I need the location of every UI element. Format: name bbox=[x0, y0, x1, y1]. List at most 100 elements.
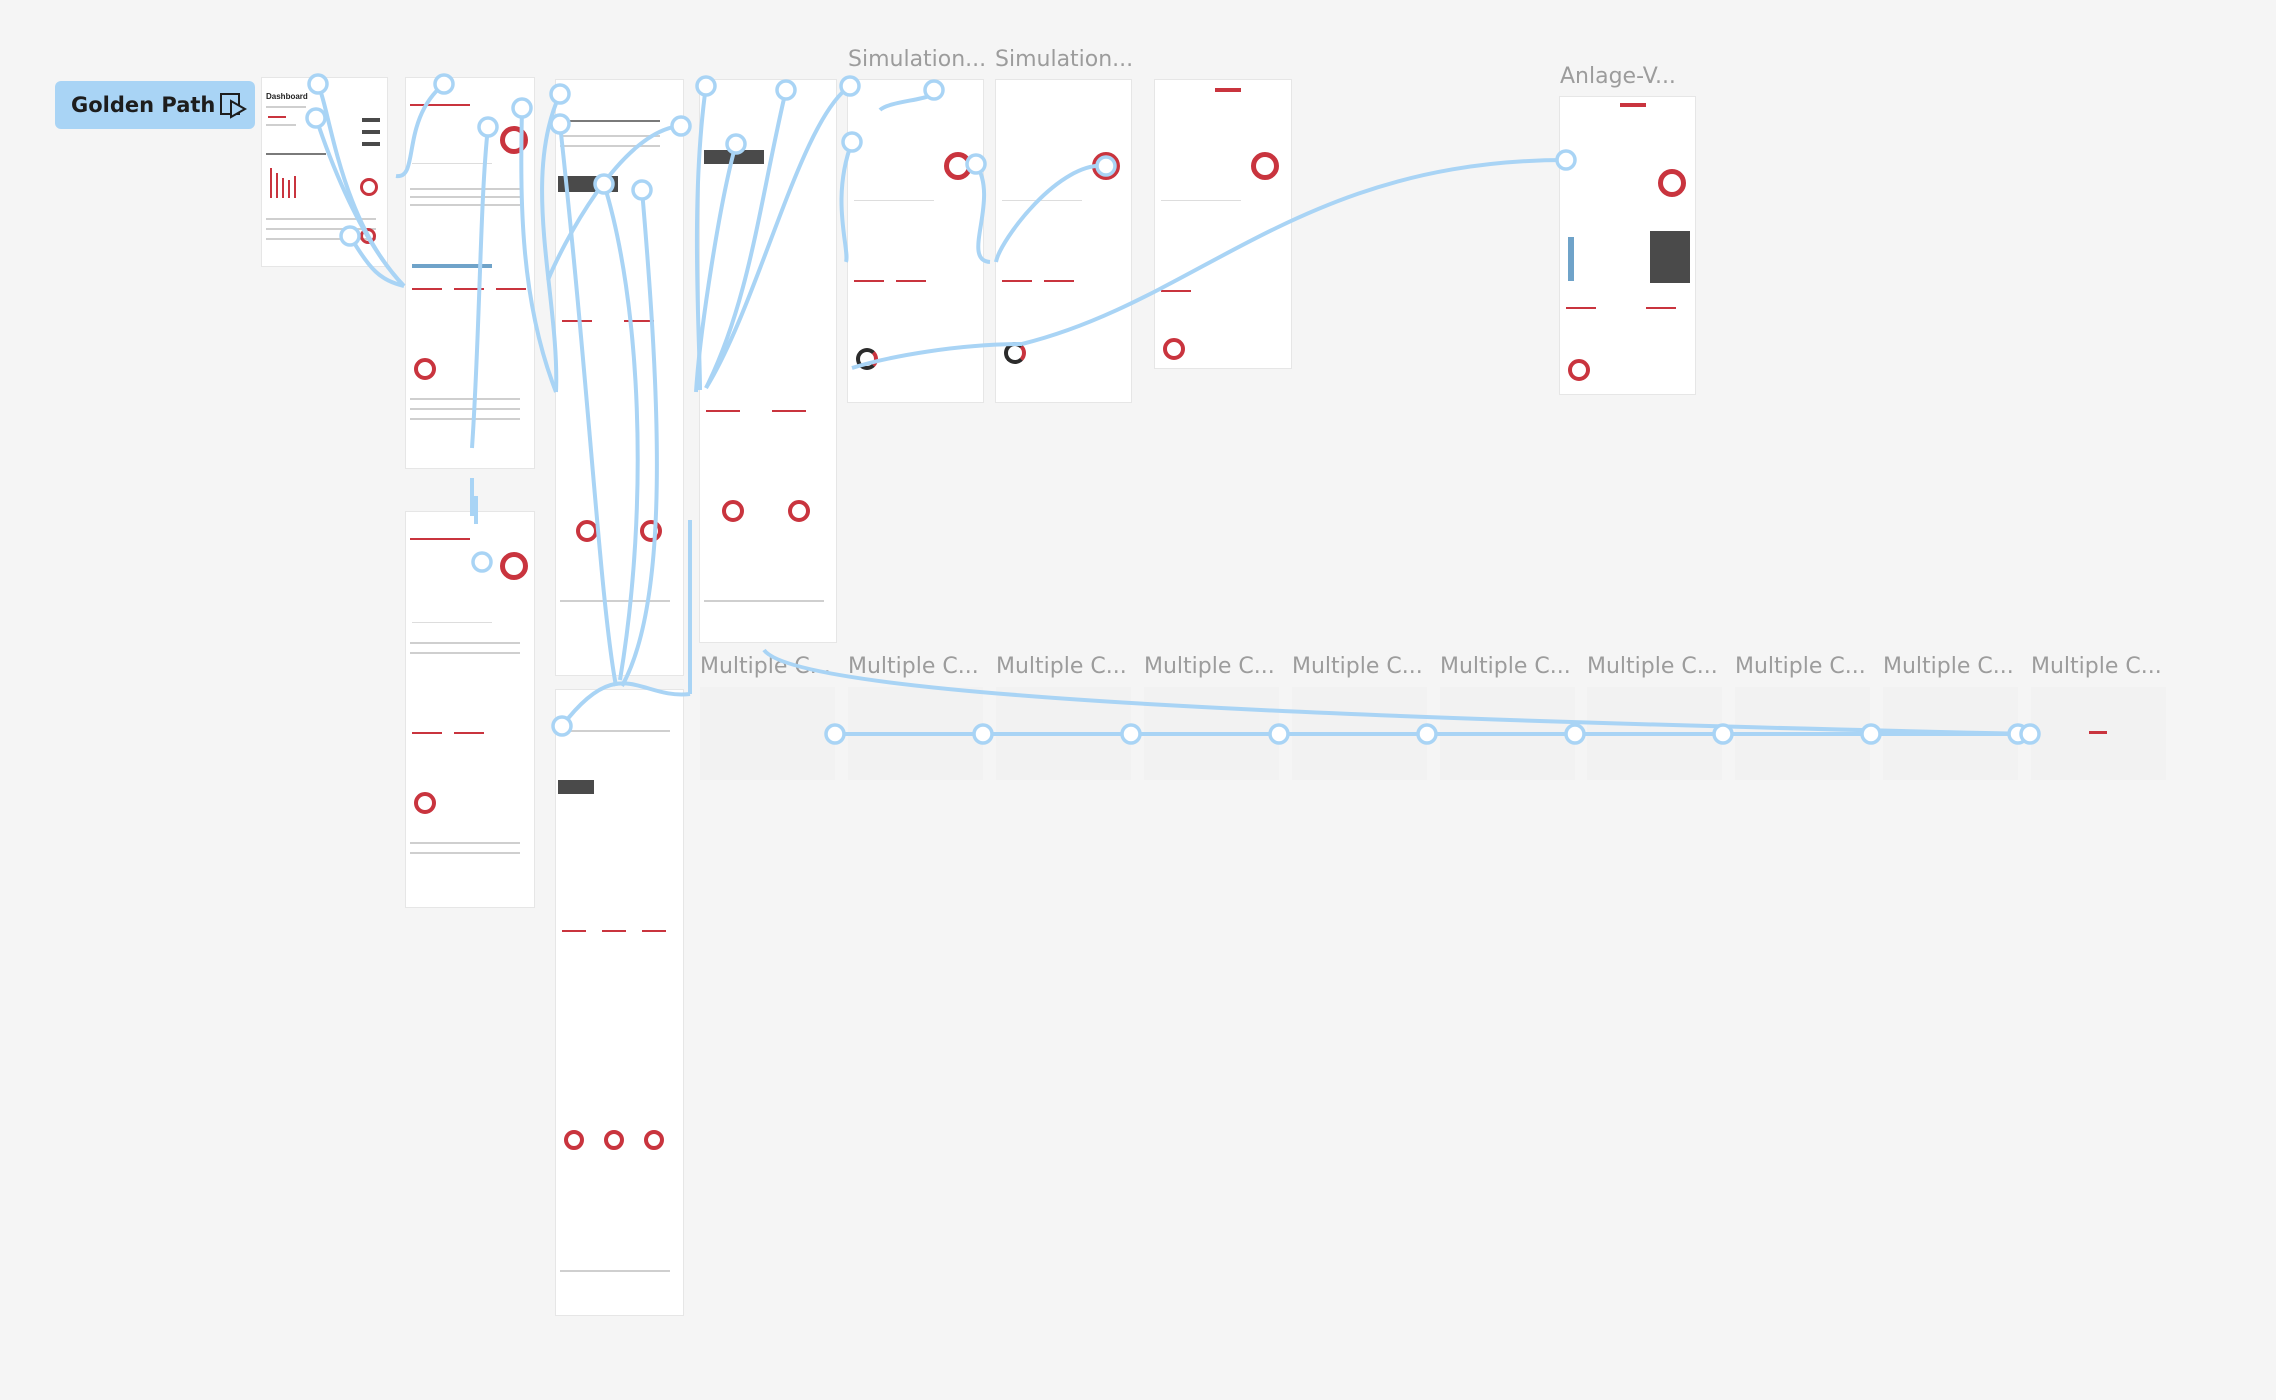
connection-node-7[interactable] bbox=[471, 551, 493, 573]
connection-node-14[interactable] bbox=[725, 133, 747, 155]
frame-title-multiple-8[interactable]: Multiple C... bbox=[1735, 654, 1866, 679]
connection-node-13[interactable] bbox=[695, 75, 717, 97]
connection-node-23[interactable] bbox=[824, 723, 846, 745]
prototype-wire-6[interactable] bbox=[519, 107, 558, 393]
frame-title-simulation-2[interactable]: Simulation... bbox=[995, 47, 1134, 72]
prototype-wire-7[interactable] bbox=[540, 93, 562, 393]
connection-node-10[interactable] bbox=[593, 173, 615, 195]
frame-content bbox=[406, 78, 534, 468]
connection-node-15[interactable] bbox=[775, 79, 797, 101]
connection-node-4[interactable] bbox=[433, 73, 455, 95]
frame-multiple-10[interactable] bbox=[2031, 687, 2166, 780]
prototype-wire-18[interactable] bbox=[974, 162, 991, 264]
connection-node-29[interactable] bbox=[1712, 723, 1734, 745]
frame-content-shape bbox=[454, 732, 484, 734]
connection-node-3[interactable] bbox=[339, 225, 361, 247]
connection-node-32[interactable] bbox=[2019, 723, 2041, 745]
frame-content-shape bbox=[1568, 237, 1574, 281]
prototype-wire-20[interactable] bbox=[851, 342, 1023, 370]
prototype-wire-5[interactable] bbox=[470, 126, 490, 449]
prototype-wire-2[interactable] bbox=[314, 117, 406, 288]
frame-content-shape bbox=[1658, 169, 1686, 197]
prototype-wire-16[interactable] bbox=[839, 141, 854, 263]
prototype-wire-26[interactable] bbox=[762, 648, 2031, 736]
connection-node-12[interactable] bbox=[670, 115, 692, 137]
frame-content-shape bbox=[500, 126, 528, 154]
prototype-wire-9[interactable] bbox=[602, 183, 640, 681]
frame-content-shape bbox=[410, 398, 520, 400]
frame-content-shape bbox=[410, 104, 470, 106]
frame-content-shape bbox=[270, 168, 272, 198]
frame-content-shape bbox=[412, 592, 492, 623]
frame-content-shape bbox=[410, 652, 520, 654]
connection-node-25[interactable] bbox=[1120, 723, 1142, 745]
prototype-wire-21[interactable] bbox=[1021, 158, 1567, 346]
connection-node-22[interactable] bbox=[551, 715, 573, 737]
prototype-wire-11[interactable] bbox=[546, 124, 682, 281]
play-flow-icon[interactable] bbox=[219, 91, 248, 124]
frame-content-shape bbox=[266, 228, 376, 230]
frame-content-shape bbox=[410, 188, 520, 190]
prototype-wire-19[interactable] bbox=[994, 163, 1107, 263]
frame-title-multiple-2[interactable]: Multiple C... bbox=[848, 654, 979, 679]
connection-node-5[interactable] bbox=[477, 116, 499, 138]
connection-node-1[interactable] bbox=[307, 73, 329, 95]
wire-group[interactable] bbox=[314, 82, 2031, 736]
prototype-wire-14[interactable] bbox=[704, 89, 788, 389]
prototype-wire-15[interactable] bbox=[704, 84, 852, 390]
connection-node-26[interactable] bbox=[1268, 723, 1290, 745]
flow-start-golden-path[interactable]: Golden Path bbox=[55, 81, 255, 129]
frame-content-shape bbox=[640, 520, 662, 542]
frame-title-multiple-10[interactable]: Multiple C... bbox=[2031, 654, 2162, 679]
prototype-wire-13[interactable] bbox=[694, 143, 738, 393]
frame-portfolio-detail[interactable] bbox=[406, 78, 534, 468]
frame-compare-multi[interactable] bbox=[556, 690, 683, 1315]
frame-content-shape bbox=[360, 228, 376, 244]
frame-content-shape bbox=[788, 500, 810, 522]
frame-title-multiple-9[interactable]: Multiple C... bbox=[1883, 654, 2014, 679]
frame-title-simulation-1[interactable]: Simulation... bbox=[848, 47, 987, 72]
connection-node-18[interactable] bbox=[923, 79, 945, 101]
frame-simulation-2[interactable] bbox=[996, 80, 1131, 402]
frame-title-multiple-7[interactable]: Multiple C... bbox=[1587, 654, 1718, 679]
connection-node-27[interactable] bbox=[1416, 723, 1438, 745]
dashboard-title: Dashboard bbox=[266, 92, 308, 101]
frame-title-multiple-6[interactable]: Multiple C... bbox=[1440, 654, 1571, 679]
connection-node-16[interactable] bbox=[839, 75, 861, 97]
frame-content-shape bbox=[410, 408, 520, 410]
frame-content-shape bbox=[266, 218, 376, 220]
flow-label: Golden Path bbox=[71, 93, 216, 117]
frame-content-shape bbox=[704, 600, 824, 602]
frame-content bbox=[1155, 80, 1291, 368]
frame-compare-long[interactable] bbox=[556, 80, 683, 675]
connection-node-2[interactable] bbox=[305, 107, 327, 129]
frame-multiple-1[interactable] bbox=[700, 687, 835, 780]
connection-node-8[interactable] bbox=[549, 83, 571, 105]
connection-node-6[interactable] bbox=[511, 97, 533, 119]
connection-node-30[interactable] bbox=[1860, 723, 1882, 745]
frame-anlage[interactable] bbox=[1560, 97, 1695, 394]
connection-node-17[interactable] bbox=[841, 131, 863, 153]
connection-node-19[interactable] bbox=[965, 153, 987, 175]
frame-content-shape bbox=[1161, 290, 1191, 292]
connection-node-28[interactable] bbox=[1564, 723, 1586, 745]
frame-title-multiple-5[interactable]: Multiple C... bbox=[1292, 654, 1423, 679]
frame-title-multiple-4[interactable]: Multiple C... bbox=[1144, 654, 1275, 679]
prototype-wire-4[interactable] bbox=[395, 82, 446, 179]
frame-title-anlage[interactable]: Anlage-V... bbox=[1560, 64, 1676, 89]
frame-title-multiple-3[interactable]: Multiple C... bbox=[996, 654, 1127, 679]
connection-node-9[interactable] bbox=[549, 113, 571, 135]
connection-node-11[interactable] bbox=[631, 179, 653, 201]
connection-node-21[interactable] bbox=[1555, 149, 1577, 171]
connection-node-20[interactable] bbox=[1095, 155, 1117, 177]
multiple-10-marker bbox=[2089, 731, 2107, 734]
wire-node-group[interactable] bbox=[305, 73, 2041, 745]
frame-simulation-3[interactable] bbox=[1155, 80, 1291, 368]
connection-node-24[interactable] bbox=[972, 723, 994, 745]
prototype-wire-10[interactable] bbox=[620, 189, 659, 687]
frame-title-multiple-1[interactable]: Multiple C... bbox=[700, 654, 831, 679]
frame-portfolio-alt[interactable] bbox=[406, 512, 534, 907]
prototype-wire-24[interactable] bbox=[560, 681, 691, 728]
